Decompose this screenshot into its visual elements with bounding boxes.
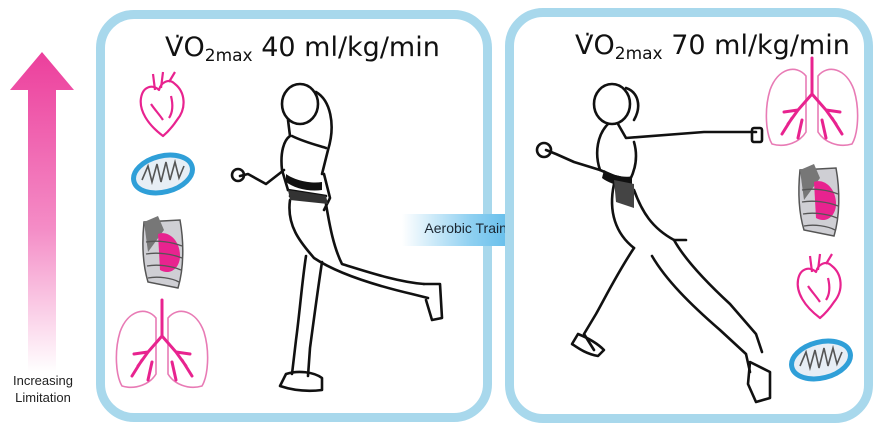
ribcage-icon [138, 212, 188, 292]
vo2-value: 40 ml/kg/min [261, 32, 440, 63]
increasing-limitation-arrow [10, 52, 74, 372]
heart-icon [133, 70, 193, 140]
ribcage-icon [794, 160, 844, 240]
mitochondrion-icon [788, 336, 854, 384]
vo2-o: O [183, 32, 204, 63]
side-label-line1: Increasing [0, 372, 86, 389]
lungs-icon [762, 54, 862, 150]
vo2max-40-title: ·VO2max 40 ml/kg/min [165, 34, 440, 65]
vo2-o: O [593, 30, 614, 61]
vo2-subscript: 2max [205, 46, 253, 66]
heart-icon [790, 252, 850, 322]
runner-figure-sprinting [534, 72, 794, 407]
side-label-line2: Limitation [0, 389, 86, 406]
increasing-limitation-label: Increasing Limitation [0, 372, 86, 406]
vo2-subscript: 2max [615, 44, 663, 64]
lungs-icon [112, 296, 212, 392]
mitochondrion-icon [130, 150, 196, 198]
